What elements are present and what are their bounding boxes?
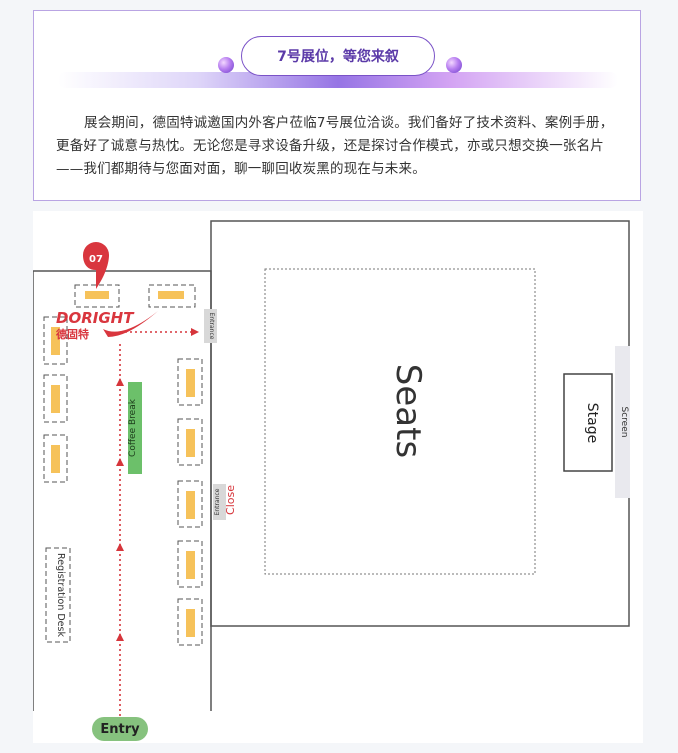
registration-desk: [45, 547, 71, 643]
decor-dot-right-icon: [446, 57, 462, 73]
close-label: Close: [224, 485, 237, 515]
svg-text:DORIGHT: DORIGHT: [56, 309, 135, 327]
title-gradient-bar: [58, 72, 618, 88]
booth-right-3: [177, 480, 203, 528]
booth-07-marker-icon: 07: [83, 242, 109, 289]
entrance-top-label: Entrance: [208, 313, 215, 340]
section-title: 7号展位，等您来叙: [241, 36, 435, 76]
intro-card: 7号展位，等您来叙 展会期间，德固特诚邀国内外客户莅临7号展位洽谈。我们备好了技…: [33, 10, 641, 201]
coffee-break-label: Coffee Break: [128, 398, 138, 457]
booth-right-2: [177, 418, 203, 466]
entry-label: Entry: [92, 717, 148, 741]
booth-left-2: [43, 374, 68, 423]
entrance-mid: [213, 484, 226, 520]
registration-label: Registration Desk: [55, 553, 66, 637]
doright-logo: DORIGHT 德固特: [55, 309, 158, 341]
seats-area: [264, 268, 536, 575]
booth-right-4: [177, 540, 203, 588]
booth-top-1: [74, 284, 120, 308]
route-path: [119, 331, 193, 716]
stage: [563, 373, 613, 472]
svg-text:德固特: 德固特: [55, 327, 89, 341]
screen: [615, 346, 630, 498]
booth-left-1: [43, 316, 68, 365]
seats-label: Seats: [388, 364, 428, 458]
booth-left-3: [43, 434, 68, 483]
svg-text:07: 07: [89, 254, 103, 265]
coffee-break-area: [128, 382, 142, 474]
stage-label: Stage: [584, 403, 600, 443]
decor-dot-left-icon: [218, 57, 234, 73]
route-arrows: [116, 328, 199, 641]
booth-right-1: [177, 358, 203, 406]
booth-right-5: [177, 598, 203, 646]
entrance-top: [204, 309, 217, 343]
entrance-mid-label: Entrance: [214, 488, 221, 515]
floor-plan: Seats Stage Screen Entrance Entrance Clo…: [33, 211, 643, 743]
intro-paragraph: 展会期间，德固特诚邀国内外客户莅临7号展位洽谈。我们备好了技术资料、案例手册，更…: [56, 115, 614, 177]
screen-label: Screen: [619, 407, 629, 438]
booth-top-2: [148, 284, 196, 308]
floor-plan-drawing: Seats Stage Screen Entrance Entrance Clo…: [33, 220, 630, 716]
